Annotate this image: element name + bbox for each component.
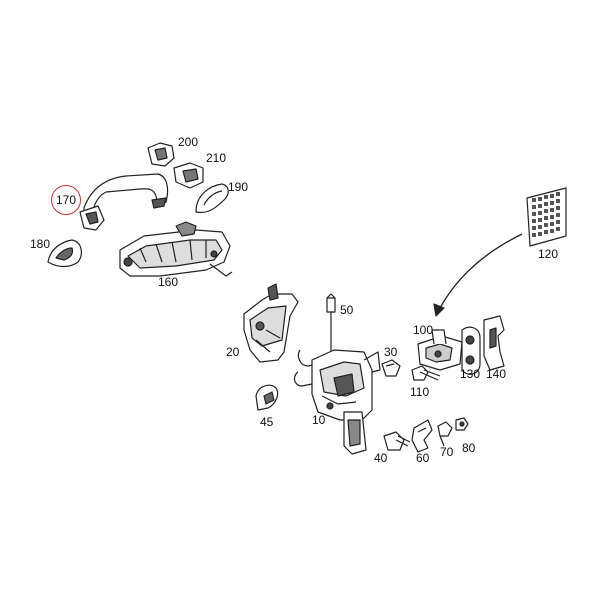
part-200-cap	[147, 142, 175, 167]
part-190-gasket	[195, 183, 229, 214]
part-30-screw	[381, 359, 401, 377]
callout-45: 45	[260, 415, 274, 429]
callout-60: 60	[416, 451, 430, 465]
part-50-bolt	[326, 293, 336, 352]
callout-120: 120	[538, 247, 559, 261]
part-180-gasket	[47, 239, 82, 268]
callout-80: 80	[462, 441, 476, 455]
part-20-bracket	[243, 283, 299, 363]
highlight-ring-170	[51, 185, 81, 215]
part-70-screw	[437, 421, 453, 447]
part-45-clip	[255, 384, 279, 411]
callout-70: 70	[440, 445, 454, 459]
part-110-screw	[411, 365, 441, 381]
part-10-lock	[293, 349, 381, 455]
callout-160: 160	[158, 275, 179, 289]
part-130-plate	[461, 326, 481, 375]
part-170-handle	[79, 173, 169, 231]
callout-10: 10	[312, 413, 326, 427]
part-40-screw	[383, 431, 411, 451]
part-210-cap	[173, 162, 204, 189]
part-140-shim	[483, 315, 505, 371]
callout-170: 170	[56, 193, 77, 207]
part-80-nut	[455, 417, 469, 431]
callout-20: 20	[226, 345, 240, 359]
callout-200: 200	[178, 135, 199, 149]
callout-40: 40	[374, 451, 388, 465]
callout-210: 210	[206, 151, 227, 165]
callout-100: 100	[413, 323, 434, 337]
callout-130: 130	[460, 367, 481, 381]
part-60-clip	[411, 419, 433, 453]
callout-50: 50	[340, 303, 354, 317]
callout-180: 180	[30, 237, 51, 251]
callout-30: 30	[384, 345, 398, 359]
part-100-striker	[417, 329, 463, 371]
curved-arrow-120-to-100	[433, 233, 523, 317]
callout-140: 140	[486, 367, 507, 381]
part-160-carrier	[119, 221, 233, 277]
callout-110: 110	[410, 385, 430, 399]
part-120-mat	[526, 187, 567, 247]
callout-190: 190	[228, 180, 249, 194]
